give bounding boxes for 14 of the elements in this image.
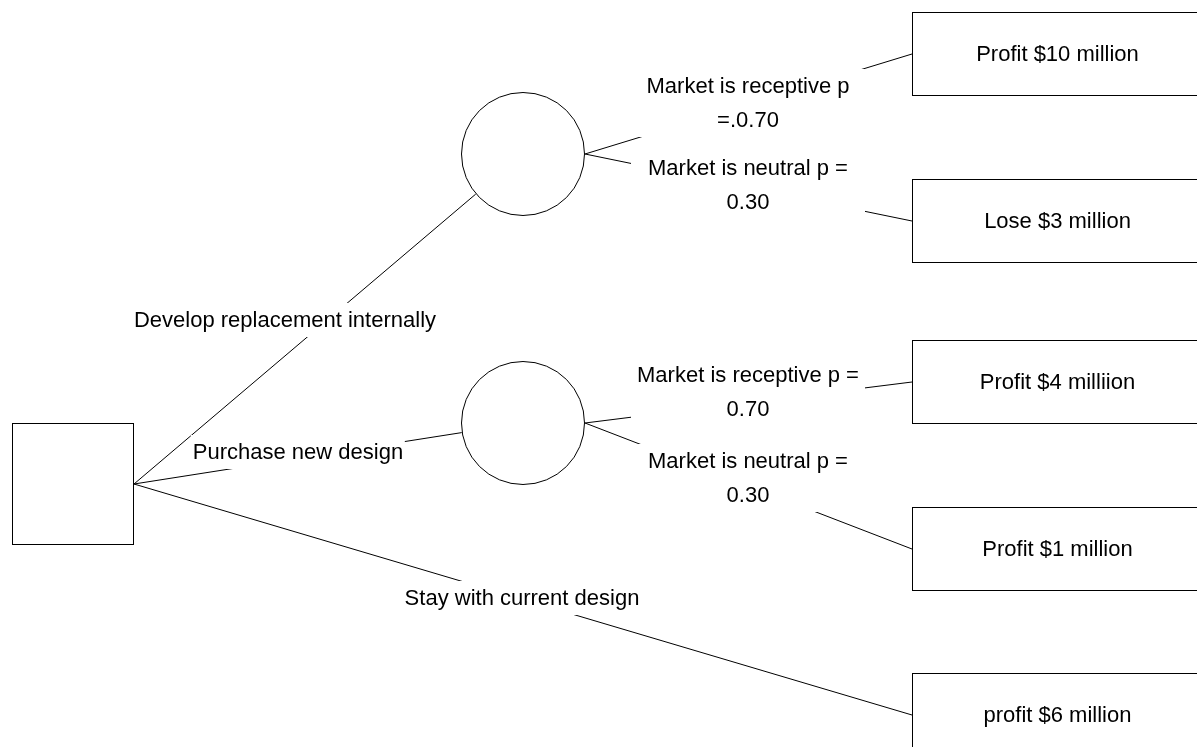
outcome-box — [912, 673, 1197, 747]
edge-label: Stay with current design — [402, 581, 642, 615]
edge-label: Purchase new design — [190, 435, 406, 469]
outcome-box — [912, 12, 1197, 96]
branch-line — [133, 193, 477, 485]
outcome-text: Profit $1 million — [982, 536, 1133, 562]
outcome-box — [912, 507, 1197, 591]
outcome-box — [912, 340, 1197, 424]
outcome-text: Profit $4 milliion — [979, 369, 1136, 395]
outcome-text: profit $6 million — [983, 702, 1132, 728]
outcome-text: Lose $3 million — [984, 208, 1131, 234]
outcome-text: Profit $10 million — [976, 41, 1139, 67]
decision-square — [12, 423, 134, 545]
outcome-box — [912, 179, 1197, 263]
